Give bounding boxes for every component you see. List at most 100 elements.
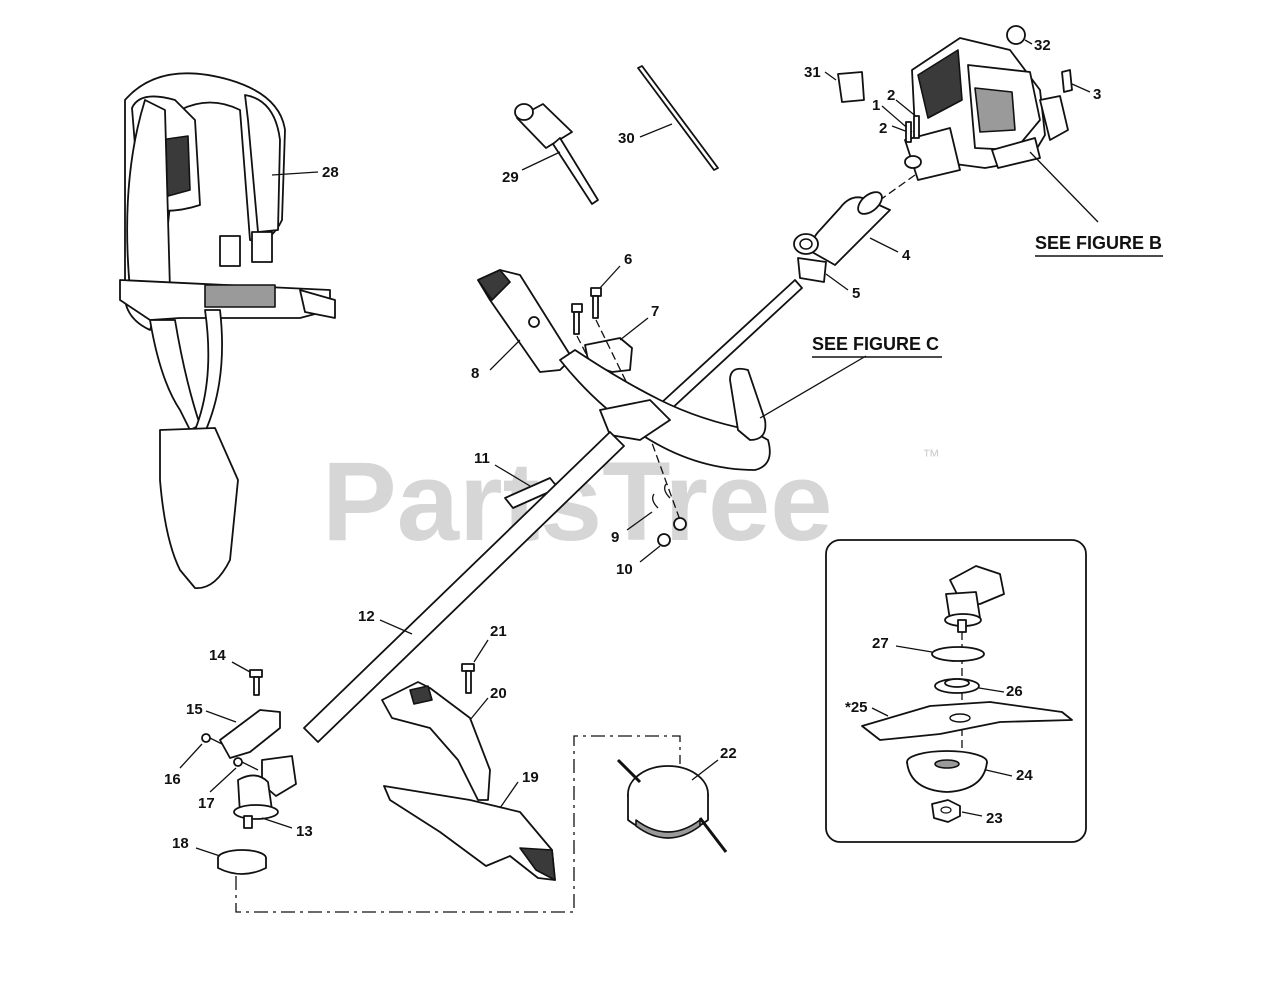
leader-11 xyxy=(494,464,531,487)
cap-part-32[interactable] xyxy=(1006,25,1026,45)
leader-10 xyxy=(639,545,661,563)
leader-19 xyxy=(499,781,519,809)
see-figure-b[interactable]: SEE FIGURE B xyxy=(1035,233,1162,253)
bolts-part-6[interactable] xyxy=(571,287,602,335)
leader-21 xyxy=(473,639,489,663)
guard-part-20[interactable] xyxy=(381,681,491,801)
handlebar-clamp[interactable] xyxy=(599,399,671,441)
leader-32 xyxy=(1024,39,1033,45)
label-23: 23 xyxy=(986,810,1003,827)
label-28: 28 xyxy=(322,164,339,181)
label-10: 10 xyxy=(616,561,633,578)
label-22: 22 xyxy=(720,745,737,762)
label-3: 3 xyxy=(1093,86,1101,103)
label-24: 24 xyxy=(1016,767,1033,784)
label-9: 9 xyxy=(611,529,619,546)
washer-part-26[interactable] xyxy=(934,678,980,694)
leader-4 xyxy=(869,237,899,253)
label-15: 15 xyxy=(186,701,203,718)
cup-part-24[interactable] xyxy=(906,750,988,793)
leader-22 xyxy=(691,759,719,781)
grouping-line xyxy=(235,735,681,913)
leader-27 xyxy=(895,645,933,653)
leader-25 xyxy=(871,707,889,717)
washer-part-18[interactable] xyxy=(217,849,267,875)
trimmer-head-part-22[interactable] xyxy=(616,758,728,853)
leader-20 xyxy=(469,697,489,721)
label-4: 4 xyxy=(902,247,911,264)
label-8: 8 xyxy=(471,365,479,382)
label-16: 16 xyxy=(164,771,181,788)
rod-part-30[interactable] xyxy=(637,65,719,171)
label-20: 20 xyxy=(490,685,507,702)
inset-gearhead xyxy=(944,565,1005,633)
alignment-line-a xyxy=(595,319,641,411)
label-21: 21 xyxy=(490,623,507,640)
shaft-part-12[interactable] xyxy=(303,431,625,743)
grip-part-4[interactable] xyxy=(810,196,891,266)
leader-31 xyxy=(824,71,837,81)
washer-part-27[interactable] xyxy=(931,646,985,662)
decal-part-31[interactable] xyxy=(837,71,865,103)
leader-18 xyxy=(195,847,221,857)
label-12: 12 xyxy=(358,608,375,625)
label-27: 27 xyxy=(872,635,889,652)
label-2b: 2 xyxy=(879,120,887,137)
clamp-part-15[interactable] xyxy=(219,709,281,759)
label-17: 17 xyxy=(198,795,215,812)
label-14: 14 xyxy=(209,647,226,664)
handle-part-8[interactable] xyxy=(477,269,573,373)
leader-9 xyxy=(626,511,653,531)
nuts-part-10[interactable] xyxy=(657,517,687,547)
engine-assembly[interactable] xyxy=(904,37,1069,181)
leader-14 xyxy=(231,661,251,673)
leader-6 xyxy=(599,265,621,289)
part-3[interactable] xyxy=(1061,69,1073,93)
leader-15 xyxy=(205,710,237,723)
clips-part-9[interactable] xyxy=(652,483,671,509)
screw-part-14[interactable] xyxy=(249,669,263,696)
upper-shaft[interactable] xyxy=(659,279,803,413)
wrench-part-29[interactable] xyxy=(514,103,599,205)
leader-17 xyxy=(209,767,237,793)
label-11: 11 xyxy=(474,450,490,467)
label-6: 6 xyxy=(624,251,632,268)
screw-part-21[interactable] xyxy=(461,663,475,694)
leader-figure-b xyxy=(1029,151,1099,223)
screw-part-17[interactable] xyxy=(233,757,259,771)
leader-12 xyxy=(379,619,413,635)
clamp-part-5[interactable] xyxy=(793,233,827,283)
centerline-engine xyxy=(879,174,916,201)
see-figure-c[interactable]: SEE FIGURE C xyxy=(812,334,939,354)
guard-part-19[interactable] xyxy=(383,785,556,881)
leader-26 xyxy=(978,687,1005,693)
screw-part-16[interactable] xyxy=(201,733,223,745)
label-31: 31 xyxy=(804,64,821,81)
leader-13 xyxy=(261,817,293,829)
leader-30 xyxy=(639,123,673,138)
label-1: 1 xyxy=(872,97,880,114)
leader-5 xyxy=(825,273,849,291)
label-5: 5 xyxy=(852,285,860,302)
label-32: 32 xyxy=(1034,37,1051,54)
leader-8 xyxy=(489,339,521,371)
label-7: 7 xyxy=(651,303,659,320)
label-29: 29 xyxy=(502,169,519,186)
label-2a: 2 xyxy=(887,87,895,104)
screw-part-2[interactable] xyxy=(905,121,912,143)
harness-part-28[interactable] xyxy=(119,72,336,589)
leader-3 xyxy=(1071,83,1091,93)
label-25: *25 xyxy=(845,699,868,716)
side-grip[interactable] xyxy=(729,367,767,441)
leader-2a xyxy=(895,99,919,119)
label-26: 26 xyxy=(1006,683,1023,700)
leader-24 xyxy=(985,769,1013,777)
label-18: 18 xyxy=(172,835,189,852)
screw-part-1[interactable] xyxy=(913,115,920,139)
nut-part-23[interactable] xyxy=(931,799,961,823)
label-30: 30 xyxy=(618,130,635,147)
leader-23 xyxy=(961,811,983,817)
gearhead-part-13[interactable] xyxy=(233,755,297,829)
leader-29 xyxy=(521,151,561,171)
